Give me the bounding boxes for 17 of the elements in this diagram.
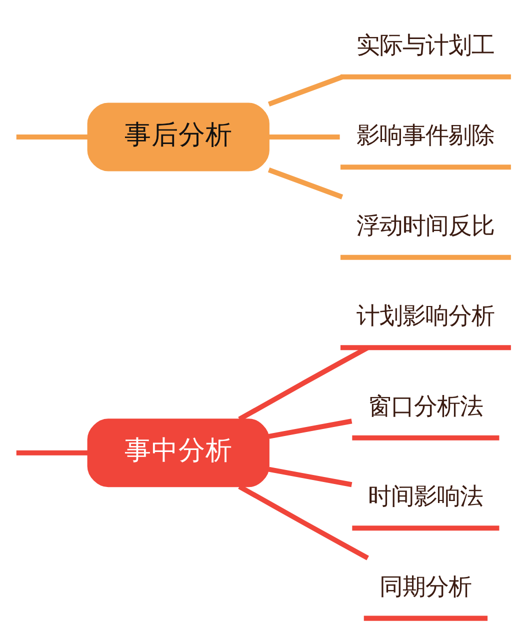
node-text: 时间影响法 xyxy=(368,482,484,510)
node-box: 事中分析 xyxy=(87,418,270,488)
connector xyxy=(268,134,340,140)
connector xyxy=(16,134,88,140)
connector xyxy=(238,484,369,560)
node-text: 浮动时间反比 xyxy=(356,211,495,240)
node-box: 事后分析 xyxy=(87,102,270,172)
connector xyxy=(268,418,352,439)
node-text: 影响事件剔除 xyxy=(356,121,495,150)
node-text: 实际与计划工 xyxy=(356,30,495,59)
connector xyxy=(268,74,344,107)
node-text: 同期分析 xyxy=(380,572,472,600)
connector xyxy=(16,450,88,456)
node-text: 窗口分析法 xyxy=(368,392,484,420)
node-text: 计划影响分析 xyxy=(356,302,495,330)
connector xyxy=(268,168,344,200)
connector xyxy=(268,466,352,488)
